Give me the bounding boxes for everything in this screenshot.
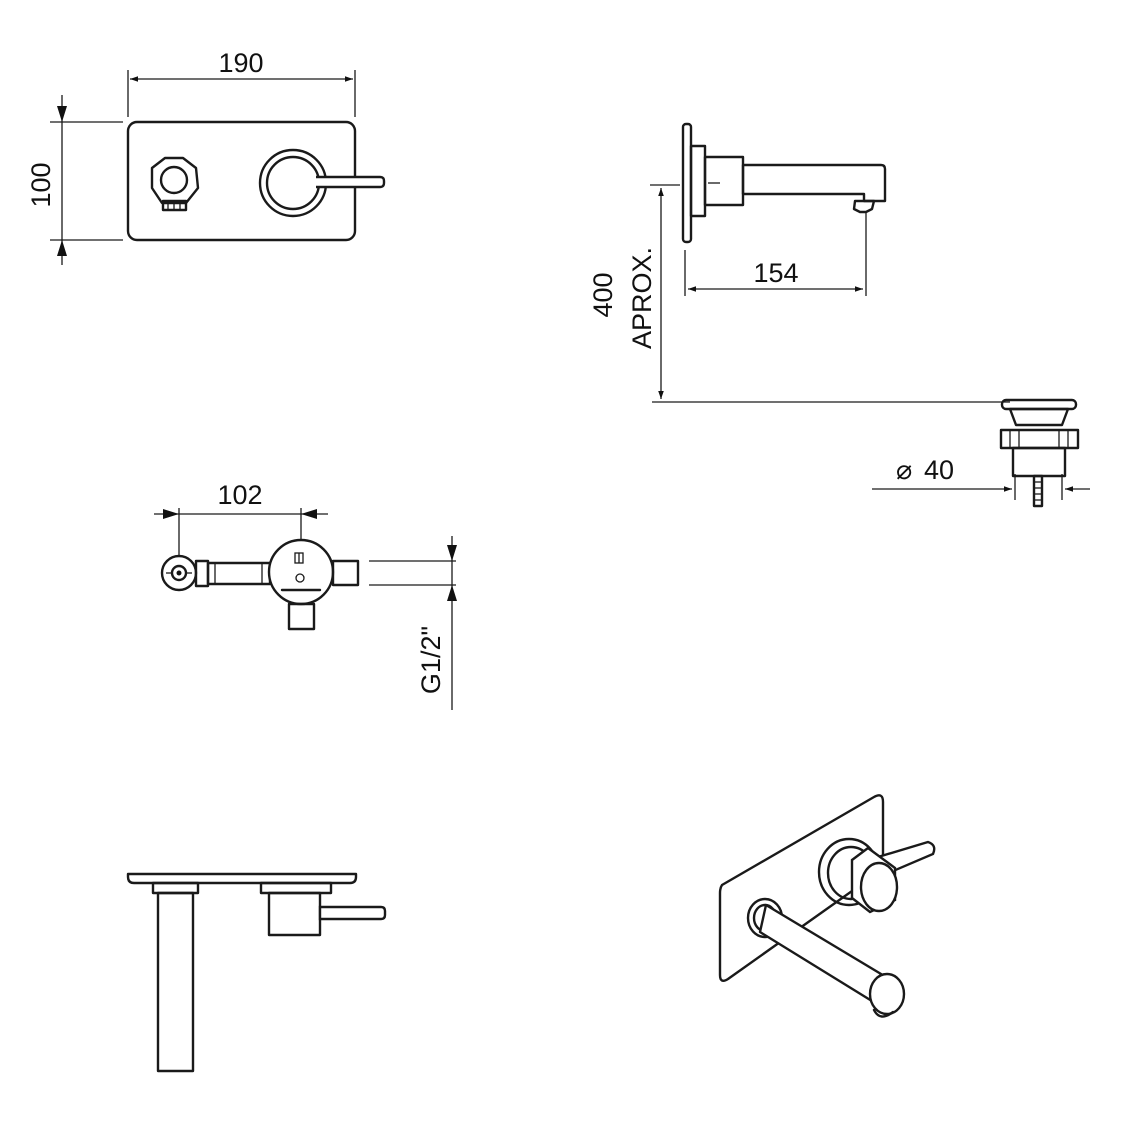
plate-width-dimension: 190 xyxy=(127,48,356,117)
height-value-label: 400 xyxy=(588,272,618,317)
top-view xyxy=(126,872,387,1073)
drain-diameter-symbol: ⌀ xyxy=(896,455,912,485)
iso-spout xyxy=(746,897,906,1018)
drain-diameter-label: 40 xyxy=(924,455,954,485)
connecting-pipe xyxy=(206,561,272,586)
mixer-body xyxy=(267,538,335,606)
height-note-label: APROX. xyxy=(627,247,657,349)
spout-side-view: 154 400 APROX. xyxy=(588,122,1010,403)
plate-top-edge xyxy=(126,872,358,885)
mixer-handle xyxy=(258,148,386,218)
drain-waste: ⌀ 40 xyxy=(872,398,1090,508)
handle-top xyxy=(318,905,387,921)
spout-length-label: 154 xyxy=(753,258,798,288)
plate-width-label: 190 xyxy=(218,48,263,78)
spout-arm xyxy=(741,163,887,203)
iso-handle xyxy=(817,837,936,914)
isometric-view xyxy=(718,794,936,1018)
diverter-knob xyxy=(150,156,200,212)
front-view: 190 100 xyxy=(26,48,386,265)
plate-height-label: 100 xyxy=(26,162,56,207)
body-spacing-label: 102 xyxy=(217,480,262,510)
aerator xyxy=(852,199,876,214)
concealed-body-view: 102 G1/2" xyxy=(154,480,457,710)
plate-height-dimension: 100 xyxy=(26,95,123,265)
diverter-fitting xyxy=(160,554,198,592)
spout-top xyxy=(156,891,195,1073)
thread-label: G1/2" xyxy=(416,626,446,694)
